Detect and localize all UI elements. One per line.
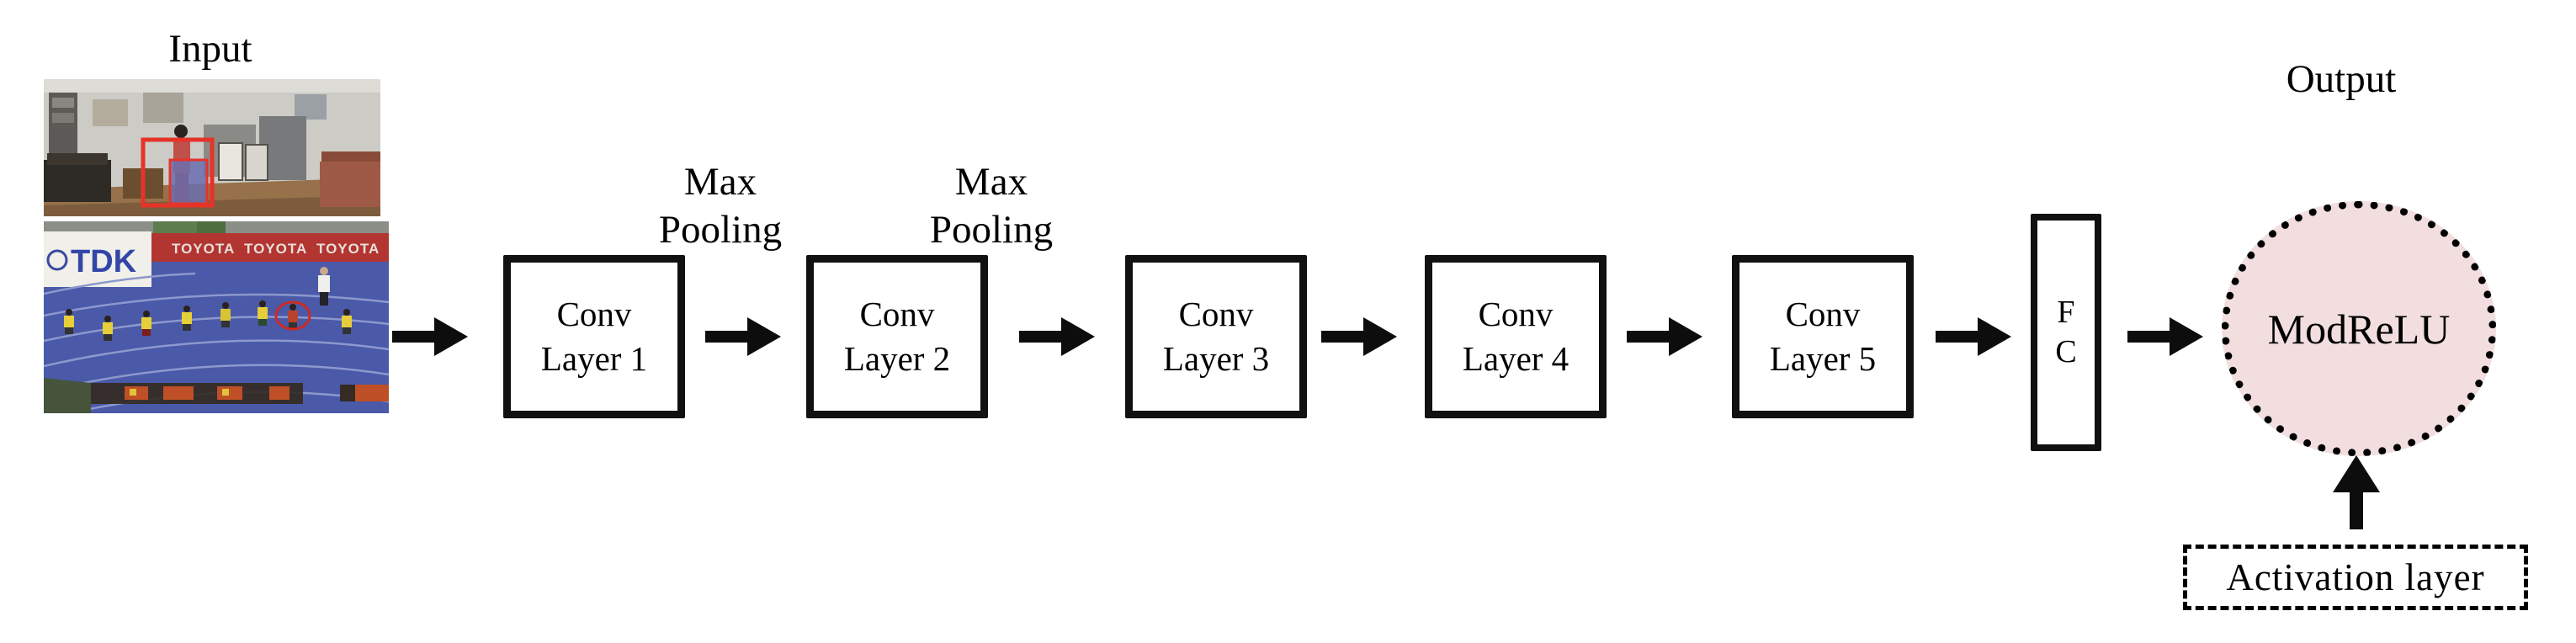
arrow-conv4-to-conv5	[1627, 317, 1702, 356]
toyota-banner-text: TOYOTA	[244, 241, 307, 257]
max-pooling-line2: Pooling	[929, 208, 1054, 252]
conv-layer-3-label-line1: Conv	[1178, 295, 1254, 333]
input-photo-indoor-scene	[44, 79, 380, 216]
conv-layer-5-label-line2: Layer 5	[1769, 339, 1877, 378]
arrow-fc-to-modrelu	[2127, 317, 2203, 356]
activation-layer-box: Activation layer	[2183, 545, 2528, 610]
conv-layer-1-label-line1: Conv	[556, 295, 632, 333]
arrow-input-to-conv1	[392, 317, 468, 356]
tdk-sign-text: TDK	[71, 244, 137, 279]
conv-layer-2-box: Conv Layer 2	[806, 255, 988, 418]
max-pooling-line2: Pooling	[658, 208, 783, 252]
arrow-activation-to-modrelu	[2333, 455, 2380, 529]
track-official	[318, 267, 330, 306]
arrow-conv2-to-conv3	[1019, 317, 1095, 356]
max-pooling-line1: Max	[954, 160, 1028, 204]
activation-layer-label: Activation layer	[2226, 556, 2485, 598]
fc-label-line1: F	[2057, 295, 2075, 330]
conv-layer-1-label-line2: Layer 1	[540, 339, 648, 378]
conv-layer-1-box: Conv Layer 1	[503, 255, 685, 418]
conv-layer-4-box: Conv Layer 4	[1425, 255, 1607, 418]
arrow-conv5-to-fc	[1936, 317, 2011, 356]
input-title: Input	[168, 27, 252, 71]
fc-box: F C	[2031, 214, 2101, 451]
modrelu-label: ModReLU	[2267, 305, 2451, 353]
arrow-conv3-to-conv4	[1321, 317, 1397, 356]
toyota-banner-text: TOYOTA	[316, 241, 380, 257]
max-pooling-line1: Max	[683, 160, 757, 204]
conv-layer-3-box: Conv Layer 3	[1125, 255, 1307, 418]
conv-layer-3-label-line2: Layer 3	[1162, 339, 1270, 378]
output-title: Output	[2286, 57, 2397, 101]
conv-layer-4-label-line2: Layer 4	[1462, 339, 1570, 378]
toyota-banner-text: TOYOTA	[172, 241, 235, 257]
modrelu-node: ModReLU	[2222, 201, 2496, 456]
input-photo-track-scene: TOYOTA TOYOTA TOYOTA TDK	[44, 221, 389, 413]
conv-layer-5-box: Conv Layer 5	[1732, 255, 1914, 418]
conv-layer-5-label-line1: Conv	[1785, 295, 1861, 333]
conv-layer-2-label-line1: Conv	[859, 295, 935, 333]
max-pooling-label-2: Max Pooling	[865, 158, 1118, 254]
conv-layer-4-label-line1: Conv	[1478, 295, 1554, 333]
arrow-conv1-to-conv2	[705, 317, 781, 356]
max-pooling-label-1: Max Pooling	[594, 158, 847, 254]
runners	[64, 300, 352, 341]
fc-label-line2: C	[2055, 334, 2077, 369]
conv-layer-2-label-line2: Layer 2	[843, 339, 951, 378]
